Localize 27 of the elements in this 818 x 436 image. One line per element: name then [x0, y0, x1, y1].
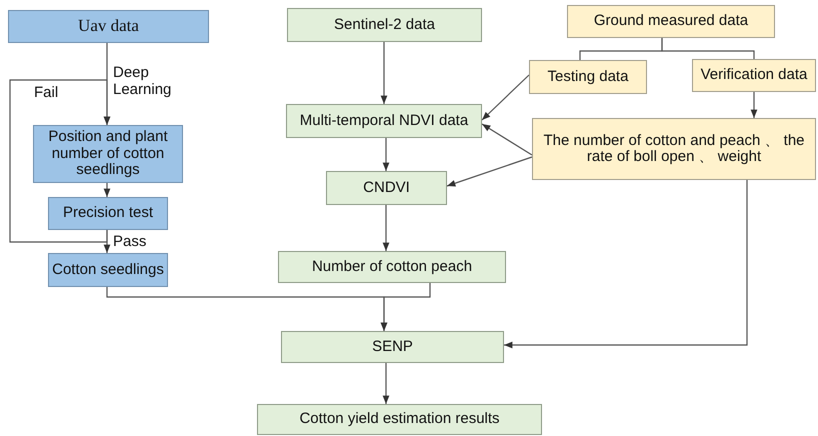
arrow	[104, 183, 110, 197]
process-box: Sentinel-2 data	[287, 8, 482, 42]
process-box: Number of cotton peach	[278, 251, 506, 283]
process-box: The number of cotton and peach 、 the rate of boll open 、 weight	[532, 118, 816, 180]
arrow	[9, 79, 110, 243]
arrow	[382, 363, 390, 404]
arrow	[750, 92, 758, 118]
arrow	[382, 138, 390, 171]
process-box: Cotton seedlings	[48, 253, 168, 287]
arrow	[482, 124, 532, 156]
process-box: Ground measured data	[567, 5, 775, 38]
process-box: Cotton yield estimation results	[257, 404, 542, 435]
arrow	[482, 74, 530, 120]
arrow	[446, 156, 532, 187]
process-box: Verification data	[692, 59, 816, 92]
process-box: Precision test	[48, 197, 168, 230]
process-box: Multi-temporal NDVI data	[286, 104, 482, 138]
process-box: SENP	[281, 331, 504, 363]
arrow	[504, 180, 748, 348]
arrow	[380, 283, 431, 331]
input-box: Uav data	[8, 10, 209, 43]
arrow	[382, 205, 390, 251]
arrow	[380, 42, 388, 104]
connector-line	[661, 38, 755, 59]
process-box: Position and plant number of cotton seedlings	[33, 125, 183, 183]
process-box: Testing data	[529, 60, 647, 94]
process-box: CNDVI	[326, 171, 447, 205]
